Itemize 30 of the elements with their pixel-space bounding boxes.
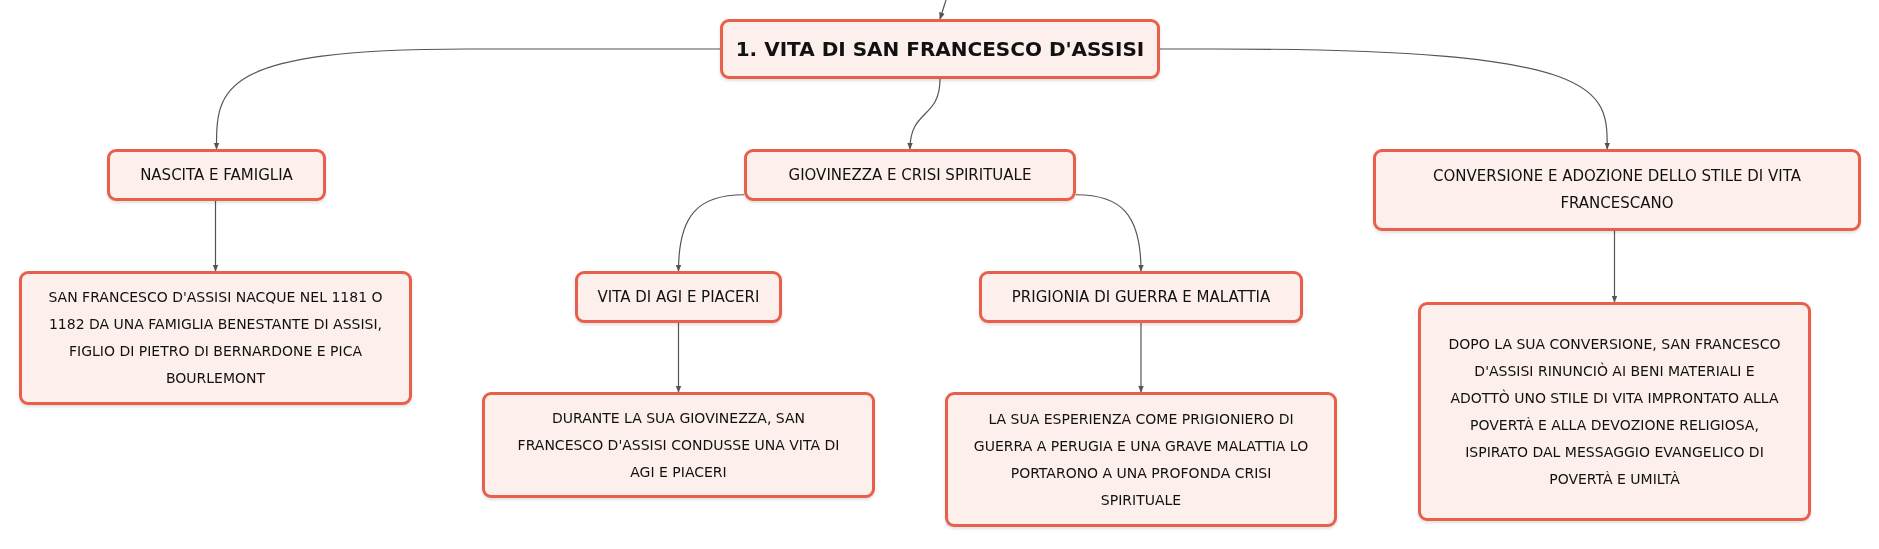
subtopic-box (1373, 149, 1861, 231)
node-text: GIOVINEZZA E CRISI SPIRITUALE (788, 164, 1032, 186)
node-text: DURANTE LA SUA GIOVINEZZA, SAN FRANCESCO D'ASSISI CONDUSSE UNA VITA DI AGI E PIACERI (516, 408, 841, 482)
connector-arrow (212, 200, 219, 272)
topic-box (720, 19, 1160, 79)
node-text: DOPO LA SUA CONVERSIONE, SAN FRANCESCO D'ASSISI RINUNCIÒ AI BENI MATERIALI E ADOTTÒ UNO STILE DI VITA IMPRONTATO ALLA POVERTÀ E ALLA DEVOZIONE RELIGIOSA, ISPIRATO DAL MESSAGGIO EVANGELICO DI POVERTÀ E UMILTÀ (1447, 334, 1782, 489)
connector-arrow (1611, 230, 1618, 303)
subtopic-box (979, 271, 1303, 323)
connector-arrow (675, 194, 745, 272)
node-text: NASCITA E FAMIGLIA (140, 164, 293, 186)
node-text: SAN FRANCESCO D'ASSISI NACQUE NEL 1181 O 1182 DA UNA FAMIGLIA BENESTANTE DI ASSISI, FIGLIO DI PIETRO DI BERNARDONE E PICA BOURLEMONT (47, 288, 384, 388)
subtopic-box (482, 392, 875, 498)
subtopic-box (575, 271, 782, 323)
connector-arrow (213, 48, 721, 150)
connector-arrow (675, 322, 682, 393)
subtopic-box (945, 392, 1337, 527)
connector-arrow (1159, 48, 1610, 150)
node-text: 1. VITA DI SAN FRANCESCO D'ASSISI (735, 35, 1145, 63)
connector-arrow (907, 78, 941, 150)
subtopic-box (19, 271, 412, 405)
subtopic-box (744, 149, 1076, 201)
subtopic-box (1418, 302, 1811, 521)
connector-arrow (1075, 194, 1144, 272)
connector-arrow (1138, 322, 1144, 393)
node-text: VITA DI AGI E PIACERI (597, 286, 760, 308)
node-text: PRIGIONIA DI GUERRA E MALATTIA (1011, 286, 1271, 308)
node-text: LA SUA ESPERIENZA COME PRIGIONIERO DI GUERRA A PERUGIA E UNA GRAVE MALATTIA LO PORTARONO A UNA PROFONDA CRISI SPIRITUALE (972, 409, 1310, 510)
connector-arrow (939, 0, 947, 20)
subtopic-box (107, 149, 326, 201)
node-text: CONVERSIONE E ADOZIONE DELLO STILE DI VITA FRANCESCANO (1432, 166, 1802, 214)
